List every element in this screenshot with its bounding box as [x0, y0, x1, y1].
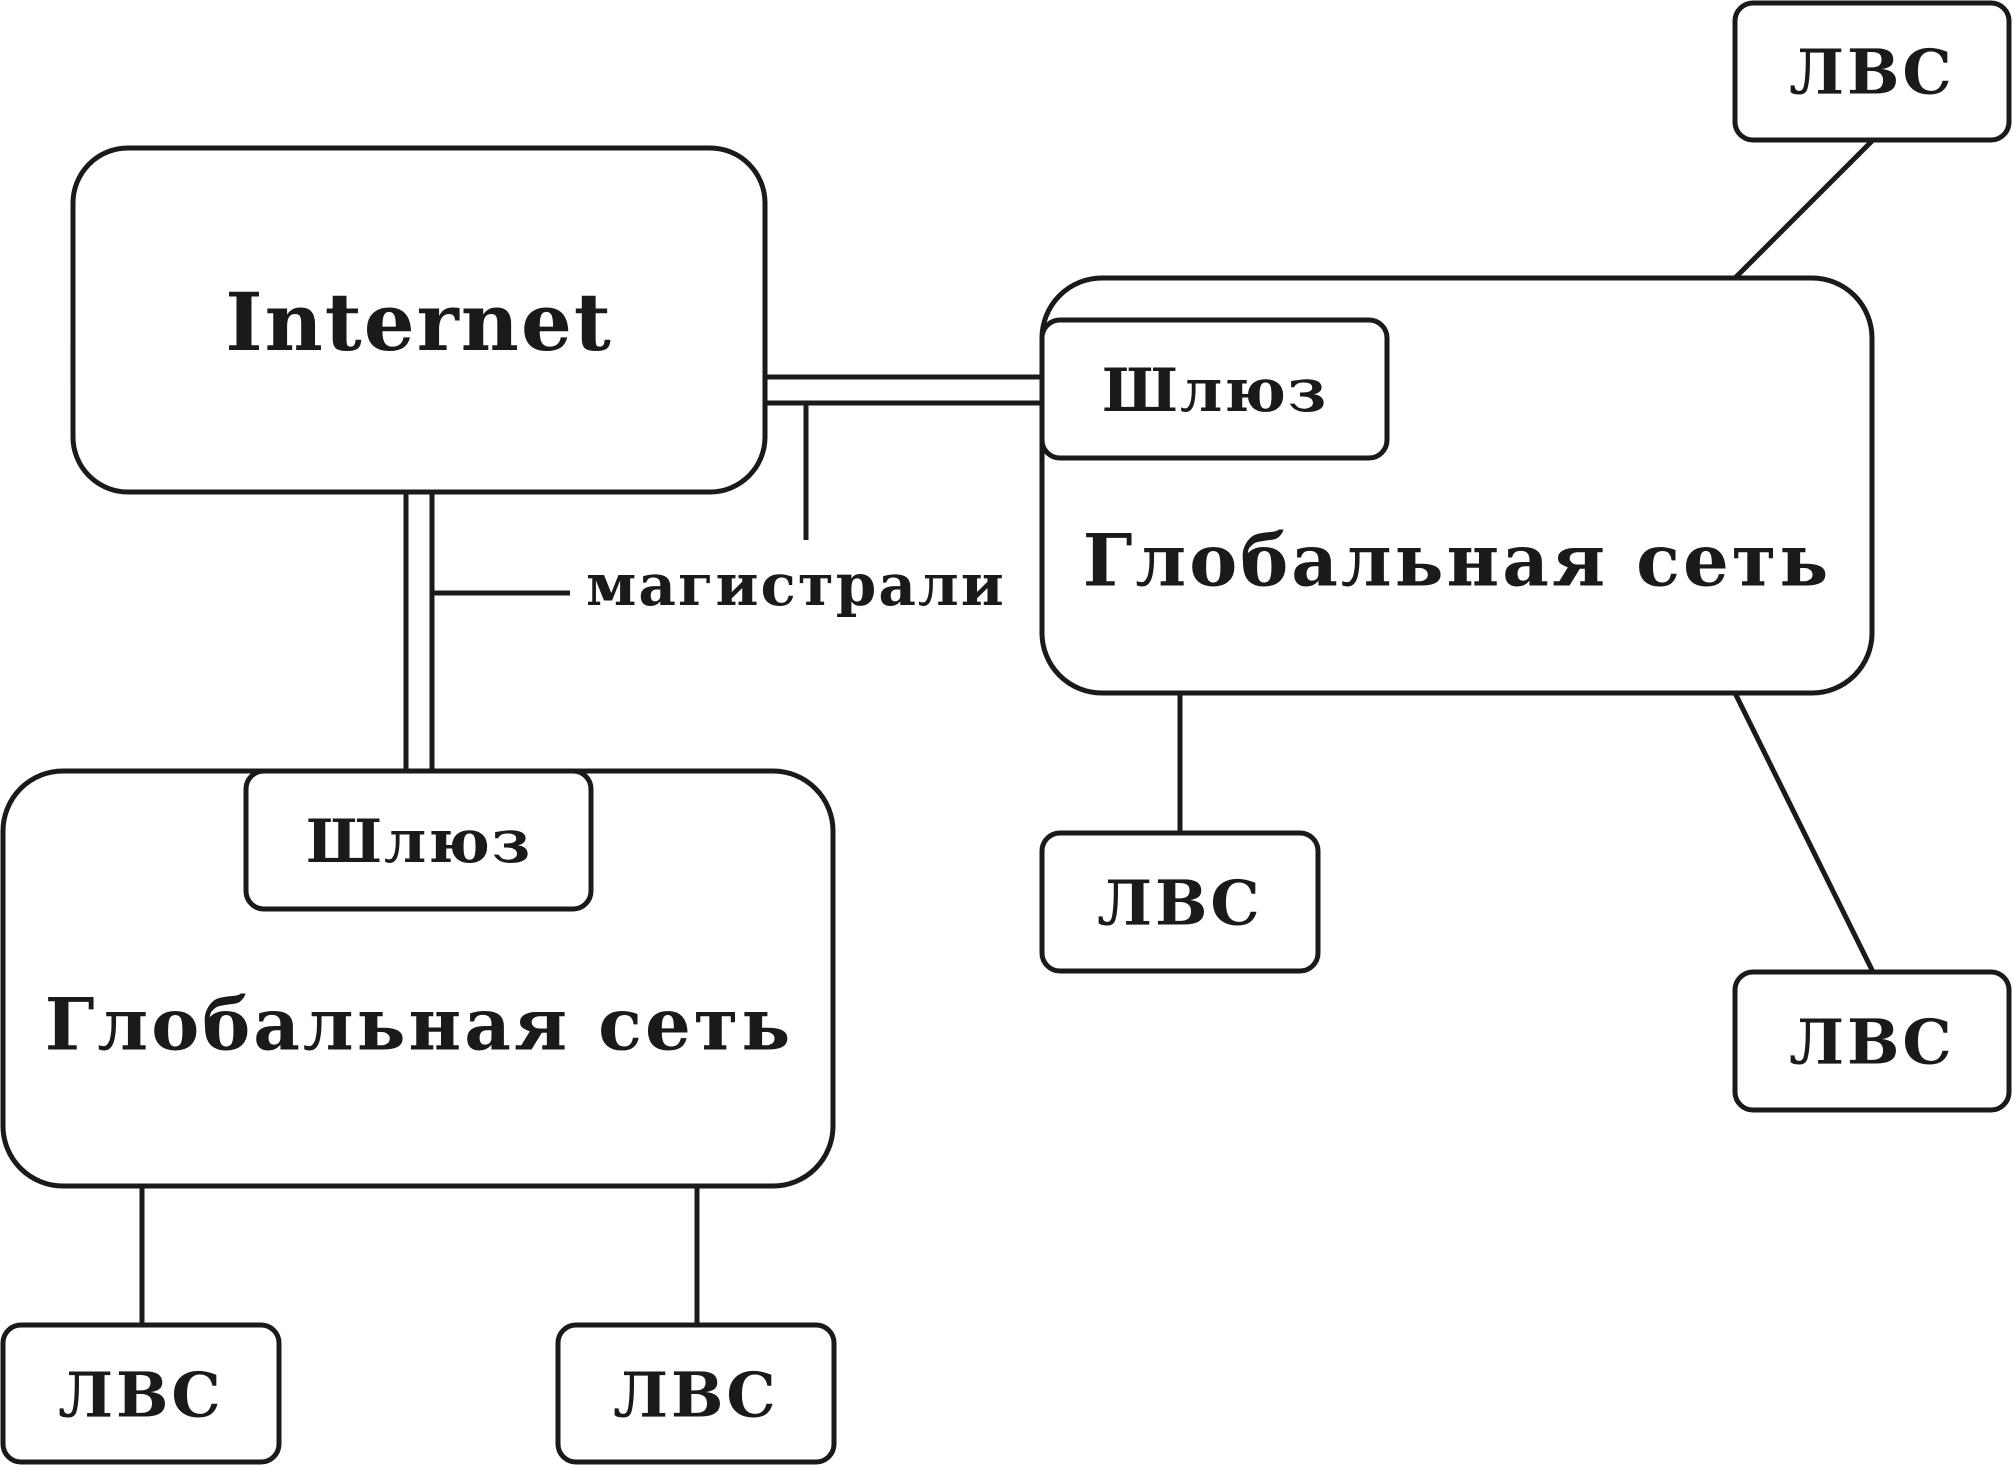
- lan-node-left-a: ЛВС: [0, 1322, 282, 1465]
- lan-label: ЛВС: [1789, 1006, 1955, 1079]
- link-right-bottom-lan: [1732, 691, 1876, 974]
- lan-node-right-bottom: ЛВС: [1732, 969, 2012, 1113]
- link-right-top-lan: [1733, 138, 1875, 280]
- internet-node: Internet: [70, 145, 768, 495]
- lan-label: ЛВС: [1097, 867, 1263, 940]
- gateway-left: [243, 768, 594, 912]
- gateway-left-label: Шлюз: [306, 807, 532, 877]
- lan-label: ЛВС: [613, 1359, 779, 1432]
- lan-label: ЛВС: [1789, 36, 1955, 109]
- lan-node-left-b: ЛВС: [555, 1322, 837, 1465]
- global-network-right: Шлюз Глобальная сеть: [1039, 275, 1875, 696]
- backbone-horizontal: [765, 374, 1045, 406]
- lan-node-right-mid: ЛВС: [1039, 830, 1321, 974]
- lan-node-right-top: ЛВС: [1732, 0, 2012, 143]
- gateway-right: [1039, 317, 1390, 461]
- global-network-left: Шлюз Глобальная сеть: [0, 768, 836, 1189]
- backbone-label: магистрали: [586, 551, 1006, 619]
- global-network-left-label: Глобальная сеть: [45, 982, 794, 1067]
- gateway-right-label: Шлюз: [1102, 356, 1328, 426]
- internet-label: Internet: [225, 275, 613, 369]
- global-network-right-label: Глобальная сеть: [1083, 518, 1832, 603]
- backbone-vertical: [403, 492, 435, 772]
- lan-label: ЛВС: [58, 1359, 224, 1432]
